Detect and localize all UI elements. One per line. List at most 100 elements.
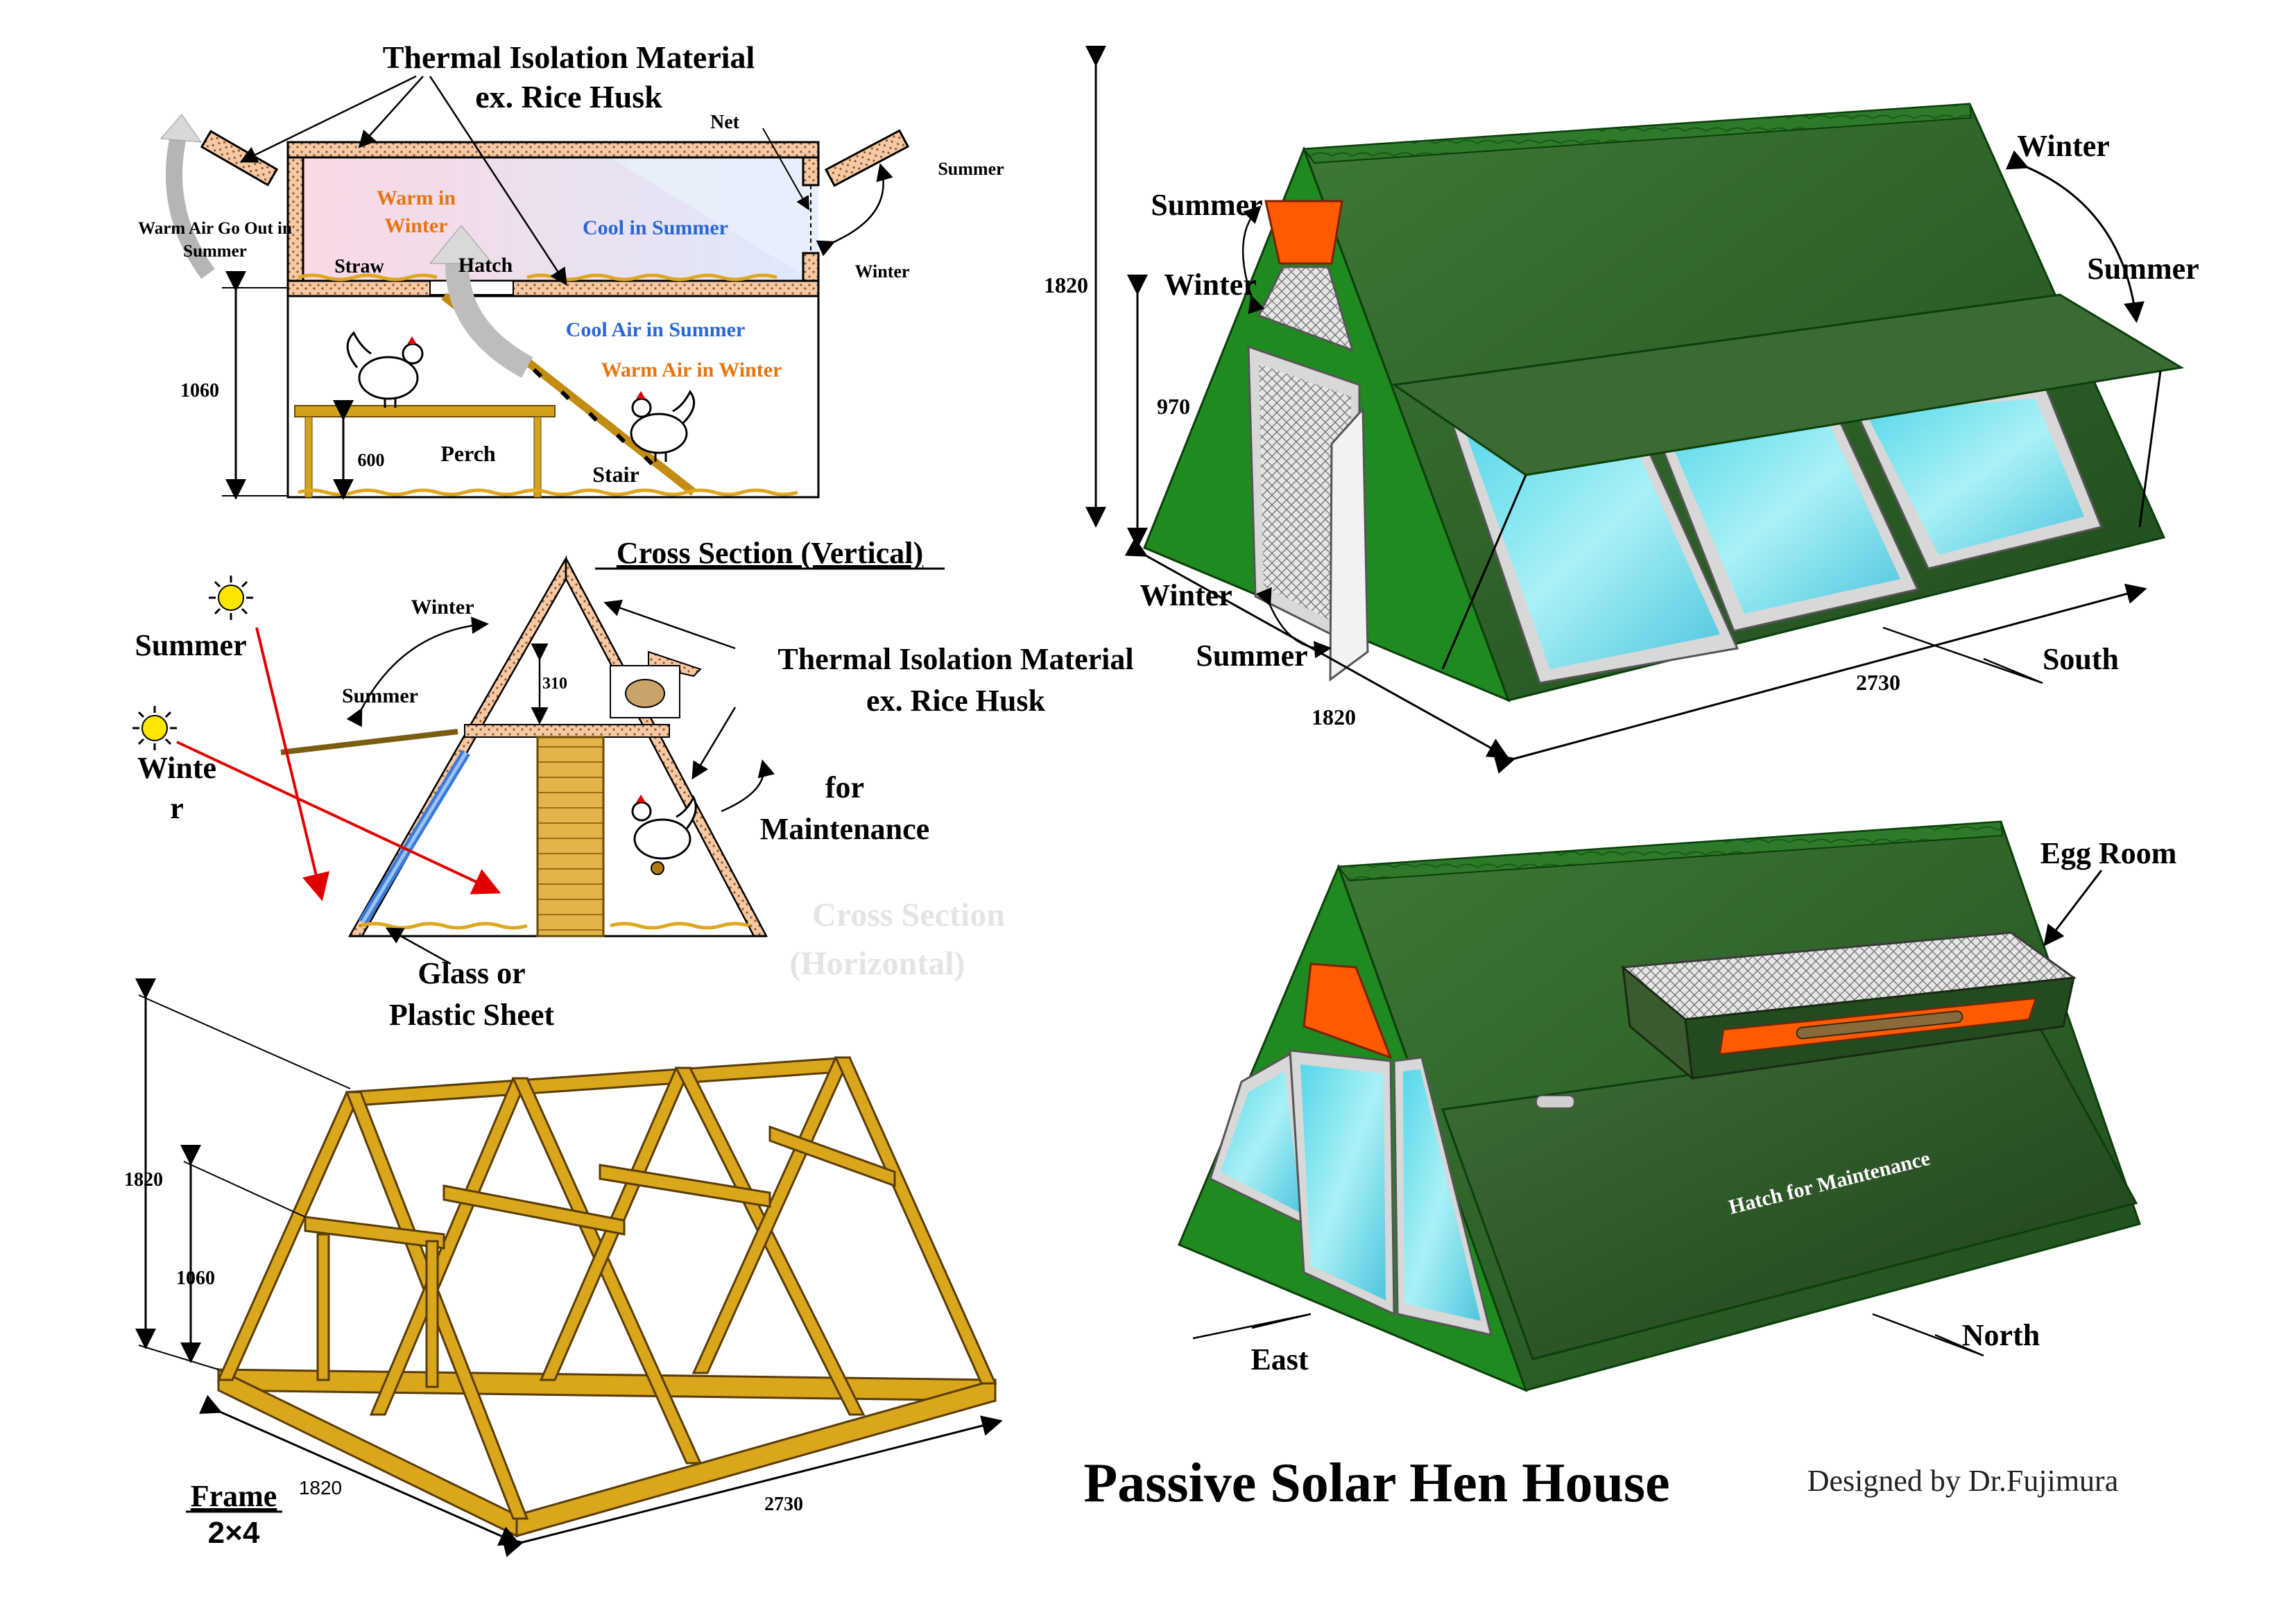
frame-ridge-beam xyxy=(345,1056,851,1107)
egg-box-roof xyxy=(648,650,702,677)
frame-rafter-8 xyxy=(834,1056,997,1385)
frame-crossbar-3 xyxy=(599,1164,771,1208)
glass-sheet-highlight xyxy=(361,751,468,924)
hatch-label: Hatch xyxy=(458,254,513,277)
warm-air-out-1: Warm Air Go Out in xyxy=(138,219,292,238)
frame-height-1060-extension xyxy=(183,1161,306,1218)
warm-air-out-arrowhead xyxy=(160,114,203,143)
perch-leg-left xyxy=(304,416,313,498)
east-label: East xyxy=(1250,1342,1308,1376)
awning-board xyxy=(280,729,458,755)
left-wall-insulation xyxy=(286,156,304,282)
south-view: 1820 970 Summer Winter Winter Summer Win… xyxy=(1044,46,2199,774)
cool-air-arrow xyxy=(445,252,533,378)
frame-h-1820-label: 1820 xyxy=(124,1169,163,1191)
winter-flap-label: Winter xyxy=(855,261,910,282)
south-length-2730 xyxy=(1493,583,2147,774)
frame-rafter-3 xyxy=(369,1077,529,1416)
leader-egg-room xyxy=(2043,870,2103,947)
frame-base-beam-front xyxy=(515,1379,997,1537)
south-direction-label: South xyxy=(2043,642,2119,676)
glass-label-2: Plastic Sheet xyxy=(389,998,555,1032)
frame-rafter-6 xyxy=(674,1066,866,1416)
vent-summer-label: Summer xyxy=(1151,188,1262,222)
hen-on-perch xyxy=(346,331,424,408)
sun-winter-label-1: Winte xyxy=(137,751,216,785)
leader-maintenance xyxy=(691,707,737,780)
leader-insulation-1 xyxy=(239,75,417,163)
faded-heading-2: (Horizontal) xyxy=(789,945,965,982)
south-l-2730-label: 2730 xyxy=(1856,670,1900,695)
hen-on-stair xyxy=(630,390,696,462)
south-w-1820-label: 1820 xyxy=(1312,705,1356,729)
north-roof-ridge xyxy=(1337,820,2004,882)
frame-l-2730-label: 2730 xyxy=(764,1494,803,1515)
frame-w-1820-label: 1820 xyxy=(299,1477,342,1498)
egg-room-handle xyxy=(1796,1010,1963,1039)
warm-in-winter-1: Warm in xyxy=(377,187,456,209)
leader-glass xyxy=(385,927,452,965)
right-flap xyxy=(824,129,910,187)
triangle-cross-section: Winter Summer Summer Winte r 310 Thermal… xyxy=(132,555,1134,1032)
summer-arc-label: Summer xyxy=(342,684,418,707)
vent-swing-arc xyxy=(1241,205,1265,314)
hatch-hinge xyxy=(1536,1095,1575,1109)
summer-sun-icon xyxy=(209,576,253,620)
north-window-right-glass xyxy=(1403,1069,1481,1321)
awning-swing-arc xyxy=(346,616,489,727)
flap-swing-arc xyxy=(816,163,893,257)
south-direction-mark xyxy=(1882,626,2043,684)
north-vent xyxy=(1303,962,1393,1060)
window-glass-3 xyxy=(1866,399,2084,555)
maintenance-label-1: for xyxy=(825,770,864,804)
leader-insulation-2 xyxy=(358,76,424,148)
right-wall-insulation-top xyxy=(802,156,820,187)
floor-insulation xyxy=(286,279,820,297)
height-310-label: 310 xyxy=(542,675,567,693)
summer-flap-label: Summer xyxy=(938,159,1004,179)
maintenance-label-2: Maintenance xyxy=(760,812,929,846)
awning-strut-right xyxy=(2138,370,2162,528)
triangle-insulation-2: ex. Rice Husk xyxy=(866,684,1045,718)
cool-air-label: Cool Air in Summer xyxy=(566,318,746,341)
loft-floor xyxy=(464,724,670,738)
north-label: North xyxy=(1962,1318,2040,1352)
leader-insulation-triangle xyxy=(603,599,736,650)
summer-sun-ray xyxy=(255,627,329,901)
egg-room-label: Egg Room xyxy=(2040,836,2177,870)
sun-summer-label: Summer xyxy=(135,628,246,662)
glass-label-1: Glass or xyxy=(418,956,525,990)
warm-air-out-arrow xyxy=(166,126,215,279)
triangle-insulation-1: Thermal Isolation Material xyxy=(777,642,1133,676)
designer-credit: Designed by Dr.Fujimura xyxy=(1807,1464,2119,1498)
frame-crossbar-1 xyxy=(304,1216,445,1250)
frame-post-2 xyxy=(425,1240,439,1388)
awning-summer-label: Summer xyxy=(2087,252,2199,286)
frame-crossbar-4 xyxy=(768,1125,896,1188)
straw-triangle-floor xyxy=(360,922,750,930)
frame-rafter-4 xyxy=(511,1077,703,1465)
south-width-1820 xyxy=(1124,537,1509,758)
winter-sun-ray xyxy=(176,741,501,895)
south-vent-flap xyxy=(1264,200,1343,265)
warm-air-label: Warm Air in Winter xyxy=(601,359,782,381)
frame-height-1820-extension-bottom xyxy=(138,1345,219,1370)
door-winter-label: Winter xyxy=(1140,578,1232,612)
frame-height-1820-extension-top xyxy=(138,994,351,1089)
stair-column xyxy=(536,736,605,938)
frame-drawing: 1820 1060 1820 2730 Frame 2×4 xyxy=(124,978,1003,1557)
roof-ridge-tiles xyxy=(1303,103,1972,164)
straw-floor xyxy=(298,488,798,496)
north-view: Egg Room Hatch for Maintenance East Nort… xyxy=(1178,820,2177,1392)
winter-sun-icon xyxy=(132,706,177,750)
awning-swing-arc xyxy=(2006,150,2144,323)
perch-leg-right xyxy=(533,416,542,498)
north-door-glass xyxy=(1300,1064,1386,1300)
nesting-hen xyxy=(625,679,665,708)
frame-lumber-label: 2×4 xyxy=(208,1516,260,1550)
north-window-left-glass xyxy=(1221,1071,1302,1213)
frame-base-beam-back xyxy=(217,1368,997,1402)
height-600-label: 600 xyxy=(358,450,385,470)
leader-net xyxy=(762,128,809,211)
frame-rafter-7 xyxy=(691,1056,852,1374)
